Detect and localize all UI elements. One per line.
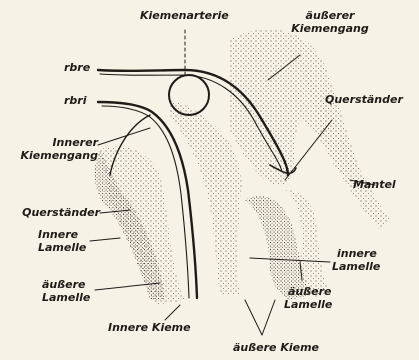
label-aeussere-lamelle-left-2: Lamelle	[42, 292, 90, 304]
mantle-region	[300, 60, 390, 230]
label-innere-kieme: Innere Kieme	[108, 322, 191, 334]
label-innere-lamelle-right-1: innere	[337, 248, 377, 260]
label-rbri: rbri	[64, 95, 87, 107]
label-querstaender-left: Querständer	[0, 207, 100, 219]
label-mantel: Mantel	[353, 179, 396, 191]
label-innerer-kiemengang-2: Kiemengang	[0, 150, 98, 162]
label-aeusserer-kiemengang-1: äußerer	[290, 10, 370, 22]
label-innerer-kiemengang-1: Innerer	[0, 137, 98, 149]
label-aeussere-lamelle-left-1: äußere	[42, 279, 86, 291]
label-kiemenarterie: Kiemenarterie	[140, 10, 229, 22]
label-aeussere-kieme: äußere Kieme	[233, 342, 319, 354]
label-innere-lamelle-left-2: Lamelle	[38, 242, 86, 254]
label-innere-lamelle-left-1: Innere	[38, 229, 78, 241]
label-aeusserer-kiemengang-2: Kiemengang	[290, 23, 370, 35]
label-querstaender-right: Querständer	[325, 94, 403, 106]
label-aeussere-lamelle-right-2: Lamelle	[284, 299, 332, 311]
label-innere-lamelle-right-2: Lamelle	[332, 261, 380, 273]
label-rbre: rbre	[64, 62, 90, 74]
label-aeussere-lamelle-right-1: äußere	[288, 286, 332, 298]
